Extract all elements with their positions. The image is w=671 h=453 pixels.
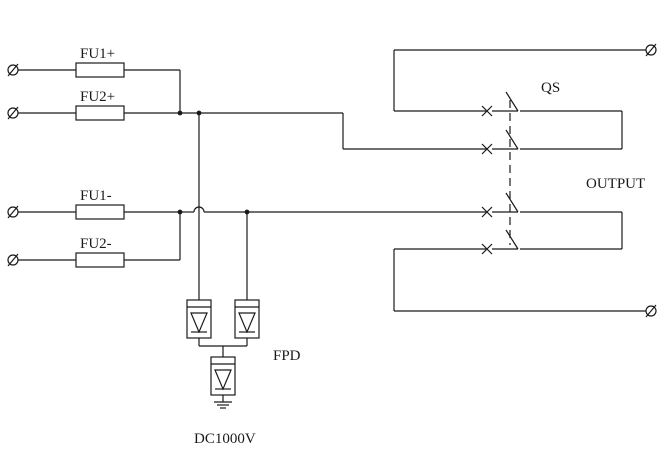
arrester-3 [210, 356, 236, 396]
arrester-2 [234, 299, 260, 339]
arrester-1 [186, 299, 212, 339]
ground-icon [214, 401, 232, 409]
switch-contact-3 [481, 206, 493, 218]
switch-contact-1 [481, 105, 493, 117]
terminal-fu1n-input [7, 205, 19, 219]
switch-qs [393, 49, 646, 312]
arrester-label: FPD [273, 348, 301, 364]
switch-contact-4 [481, 243, 493, 255]
fuse-fu1p [18, 62, 180, 78]
voltage-label: DC1000V [194, 431, 256, 447]
output-label: OUTPUT [586, 176, 645, 192]
fuse-fu2p [18, 105, 180, 121]
fuses [18, 62, 180, 268]
arrester-branch [186, 113, 260, 402]
fuse-label-fu2n: FU2- [80, 236, 112, 252]
switch-contact-2 [481, 143, 493, 155]
fuse-label-fu2p: FU2+ [80, 89, 115, 105]
negative-bus [177, 206, 486, 260]
terminal-output-bottom [645, 304, 657, 318]
fuse-fu2n [18, 252, 180, 268]
terminal-fu2n-input [7, 253, 19, 267]
positive-bus [177, 70, 486, 150]
output-terminals [645, 43, 657, 318]
fuse-fu1n [18, 204, 180, 220]
fuse-label-fu1p: FU1+ [80, 46, 115, 62]
input-terminals [7, 63, 19, 267]
terminal-output-top [645, 43, 657, 57]
fuse-label-fu1n: FU1- [80, 188, 112, 204]
terminal-fu1p-input [7, 63, 19, 77]
terminal-fu2p-input [7, 106, 19, 120]
switch-label: QS [541, 80, 560, 96]
